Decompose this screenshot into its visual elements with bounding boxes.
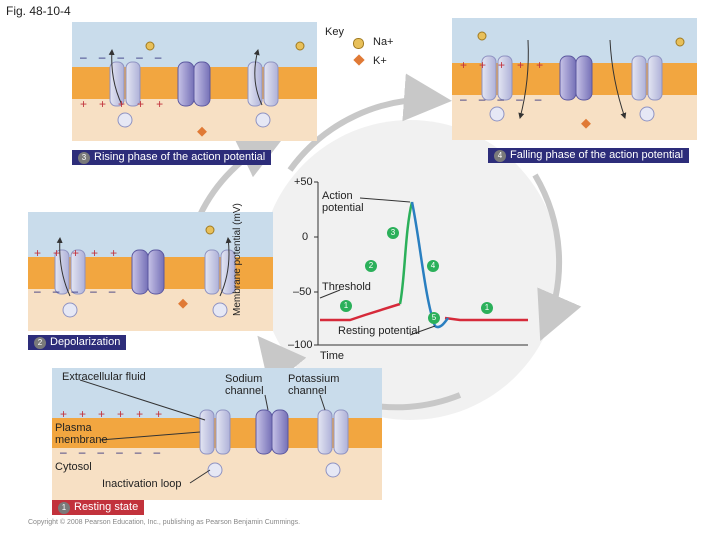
membrane-signs-p3-outer: ––––– — [80, 50, 174, 64]
figure-label: Fig. 48-10-4 — [6, 4, 71, 18]
step-4-badge: 4 — [494, 149, 506, 162]
membrane-signs-p1-inner: –––––– — [60, 445, 173, 459]
y-tick-minus50: –50 — [293, 286, 312, 298]
panel-falling-phase — [452, 18, 697, 140]
inactivation-loop-label: Inactivation loop — [102, 478, 182, 490]
graph-phase-5-badge: 5 — [428, 312, 440, 324]
resting-potential-line — [320, 302, 401, 322]
extracellular-fluid-label: Extracellular fluid — [62, 371, 146, 383]
cycle-arrow-right — [532, 173, 582, 342]
cytosol-label: Cytosol — [55, 461, 92, 473]
cycle-arrow-left — [197, 133, 286, 217]
y-tick-0: 0 — [302, 231, 309, 243]
membrane-signs-p2-outer: +++++ — [34, 246, 130, 260]
graph-phase-1-badge: 1 — [340, 300, 352, 312]
membrane-signs-p2-inner: ––––– — [34, 284, 128, 298]
step-3-badge: 3 — [78, 151, 90, 164]
graph-phase-1b-badge: 1 — [481, 302, 493, 314]
step-2-badge: 2 — [34, 336, 46, 349]
panel-resting-state — [52, 368, 382, 500]
key-potassium-label: K+ — [373, 55, 387, 67]
key-title: Key — [325, 26, 344, 38]
graph-y-axis-label: Membrane potential (mV) — [232, 203, 243, 316]
step-1-badge: 1 — [58, 501, 70, 514]
membrane-signs-p4-outer: +++++ — [460, 58, 556, 72]
membrane-signs-p3-inner: +++++ — [80, 97, 176, 111]
key-sodium-label: Na+ — [373, 36, 394, 48]
panel-depolarization — [28, 212, 273, 331]
potassium-channel-label: Potassium channel — [288, 373, 340, 397]
graph-phase-3-badge: 3 — [387, 227, 399, 239]
graph-x-axis-label: Time — [320, 350, 345, 362]
rising-phase-line — [398, 201, 414, 305]
sodium-channel-label: Sodium channel — [225, 373, 264, 397]
resting-potential-label: Resting potential — [338, 325, 420, 337]
y-tick-plus50: +50 — [294, 176, 313, 188]
graph-phase-2-badge: 2 — [365, 260, 377, 272]
panel-rising-phase — [72, 22, 317, 141]
copyright-notice: Copyright © 2008 Pearson Education, Inc.… — [28, 519, 301, 526]
membrane-signs-p1-outer: ++++++ — [60, 407, 175, 421]
cycle-arrow-top — [287, 73, 452, 172]
membrane-signs-p4-inner: ––––– — [460, 92, 554, 106]
action-potential-label: Action potential — [322, 190, 364, 214]
y-tick-minus100: –100 — [288, 339, 313, 351]
graph-phase-4-badge: 4 — [427, 260, 439, 272]
sodium-ion-key-icon — [353, 38, 364, 49]
threshold-label: Threshold — [322, 281, 371, 293]
plasma-membrane-label: Plasma membrane — [55, 422, 108, 446]
